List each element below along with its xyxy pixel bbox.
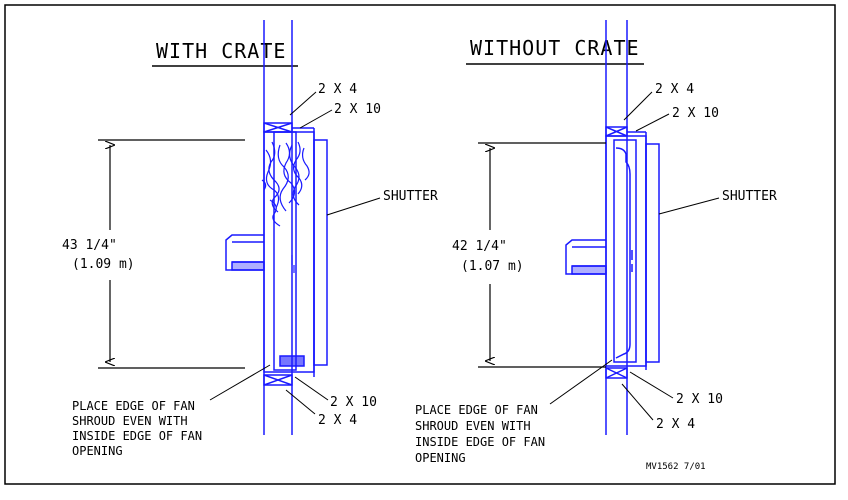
with-crate-diagram: WITH CRATE: [62, 20, 438, 458]
drawing-code: MV1562 7/01: [646, 462, 706, 472]
with-crate-bottom-stud-label: 2 X 4: [318, 413, 357, 428]
with-crate-dimension-metric: (1.09 m): [72, 257, 135, 272]
without-crate-note-line-4: OPENING: [415, 451, 466, 465]
leader-fan-note-left: [209, 364, 271, 401]
leader-bottom-header-left: [294, 376, 329, 401]
leader-top-stud-left: [289, 91, 317, 116]
without-crate-bottom-header-label: 2 X 10: [676, 392, 723, 407]
with-crate-shutter-label: SHUTTER: [383, 189, 438, 204]
with-crate-dimension-label: 43 1/4": [62, 238, 117, 253]
without-crate-dimension-metric: (1.07 m): [461, 259, 524, 274]
with-crate-note-line-2: SHROUD EVEN WITH: [72, 414, 188, 428]
with-crate-bottom-header-label: 2 X 10: [330, 395, 377, 410]
leader-shutter-right: [658, 197, 720, 215]
with-crate-note-line-4: OPENING: [72, 444, 123, 458]
crate-wood-grain: [261, 141, 310, 273]
without-crate-note-line-2: SHROUD EVEN WITH: [415, 419, 531, 433]
without-crate-top-header-label: 2 X 10: [672, 106, 719, 121]
without-crate-diagram: WITHOUT CRATE: [415, 20, 777, 465]
without-crate-dimension: [478, 142, 606, 368]
wall-right: [565, 20, 660, 435]
wall-left: [225, 20, 328, 435]
without-crate-bottom-stud-label: 2 X 4: [656, 417, 695, 432]
leader-shutter-left: [326, 197, 381, 216]
without-crate-dimension-label: 42 1/4": [452, 239, 507, 254]
leader-top-header-right: [635, 113, 670, 132]
leader-bottom-stud-left: [285, 389, 316, 415]
leader-fan-note-right: [549, 359, 613, 405]
with-crate-note-line-3: INSIDE EDGE OF FAN: [72, 429, 202, 443]
leader-bottom-header-right: [629, 371, 674, 399]
without-crate-title: WITHOUT CRATE: [470, 36, 640, 60]
without-crate-note-line-1: PLACE EDGE OF FAN: [415, 403, 538, 417]
leader-top-stud-right: [623, 91, 653, 121]
with-crate-dimension: [98, 139, 245, 369]
leader-top-header-left: [299, 109, 333, 129]
with-crate-top-stud-label: 2 X 4: [318, 82, 357, 97]
without-crate-top-stud-label: 2 X 4: [655, 82, 694, 97]
frame-border: [4, 4, 836, 485]
without-crate-shutter-label: SHUTTER: [722, 189, 777, 204]
with-crate-note-line-1: PLACE EDGE OF FAN: [72, 399, 195, 413]
with-crate-title: WITH CRATE: [156, 39, 286, 63]
leader-bottom-stud-right: [621, 383, 654, 421]
with-crate-top-header-label: 2 X 10: [334, 102, 381, 117]
without-crate-note-line-3: INSIDE EDGE OF FAN: [415, 435, 545, 449]
